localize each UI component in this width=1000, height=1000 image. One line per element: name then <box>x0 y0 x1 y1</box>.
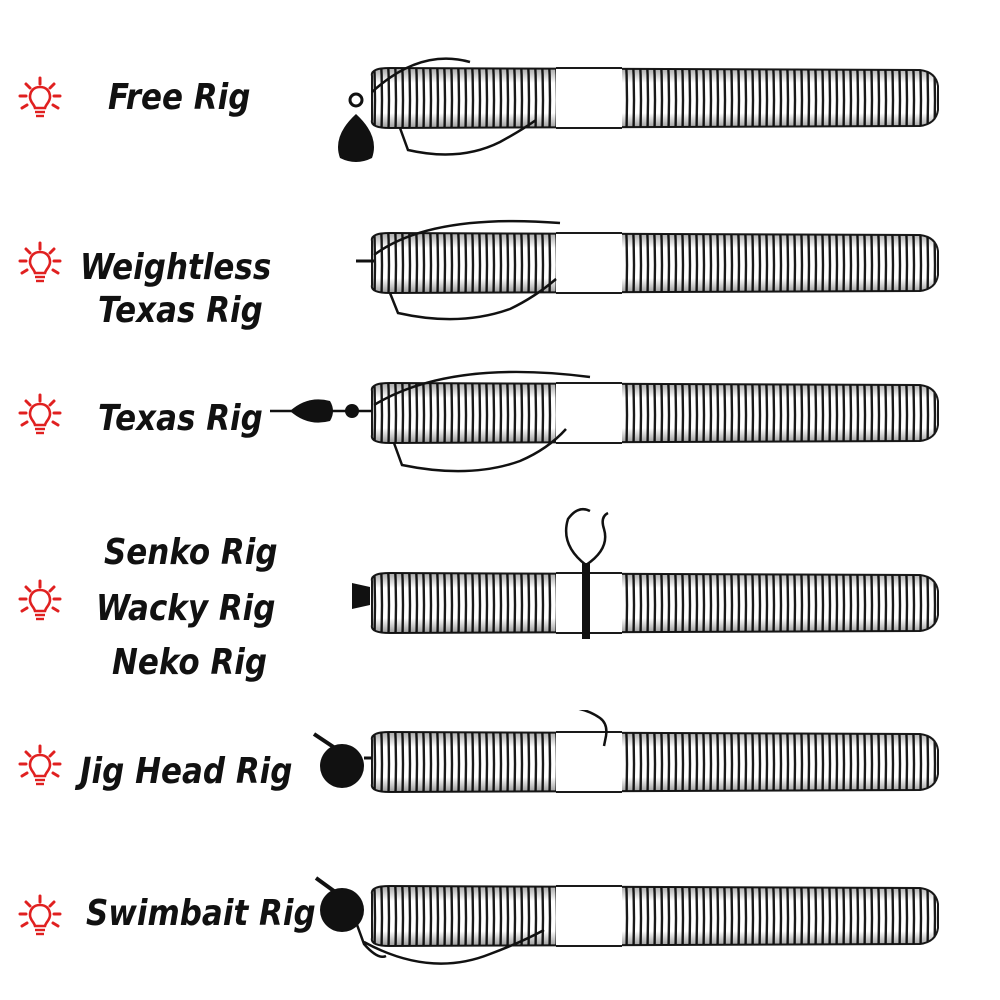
free-rig-lure-illustration <box>338 57 939 162</box>
rig-label: Senko Rig <box>104 532 278 573</box>
lightbulb-icon <box>18 894 62 936</box>
rig-row-senko-wacky-neko: Senko Rig Wacky Rig Neko Rig <box>0 505 1000 685</box>
lightbulb-icon <box>18 393 62 435</box>
rig-label: Wacky Rig <box>96 588 276 629</box>
lightbulb-icon <box>18 579 62 621</box>
rig-label: Swimbait Rig <box>86 893 316 934</box>
weightless-texas-rig-lure-illustration <box>356 219 939 321</box>
rig-label: Jig Head Rig <box>80 751 293 792</box>
texas-rig-lure-illustration <box>270 370 939 473</box>
wacky-rig-lure-illustration <box>352 508 939 639</box>
lightbulb-icon <box>18 744 62 786</box>
rig-label: Neko Rig <box>112 642 268 683</box>
rig-row-free: Free Rig <box>0 40 1000 170</box>
swimbait-rig-lure-illustration <box>314 876 939 965</box>
lightbulb-icon <box>18 76 62 118</box>
rig-label: Weightless <box>80 247 272 288</box>
rig-label: Texas Rig <box>98 398 263 439</box>
rig-row-jig-head: Jig Head Rig <box>0 700 1000 830</box>
jig-head-rig-lure-illustration <box>312 710 939 795</box>
rig-row-texas: Texas Rig <box>0 355 1000 485</box>
rig-label: Free Rig <box>108 77 251 118</box>
rig-row-swimbait: Swimbait Rig <box>0 850 1000 990</box>
lightbulb-icon <box>18 241 62 283</box>
rig-row-weightless-texas: Weightless Texas Rig <box>0 205 1000 335</box>
rig-label: Texas Rig <box>98 290 263 331</box>
